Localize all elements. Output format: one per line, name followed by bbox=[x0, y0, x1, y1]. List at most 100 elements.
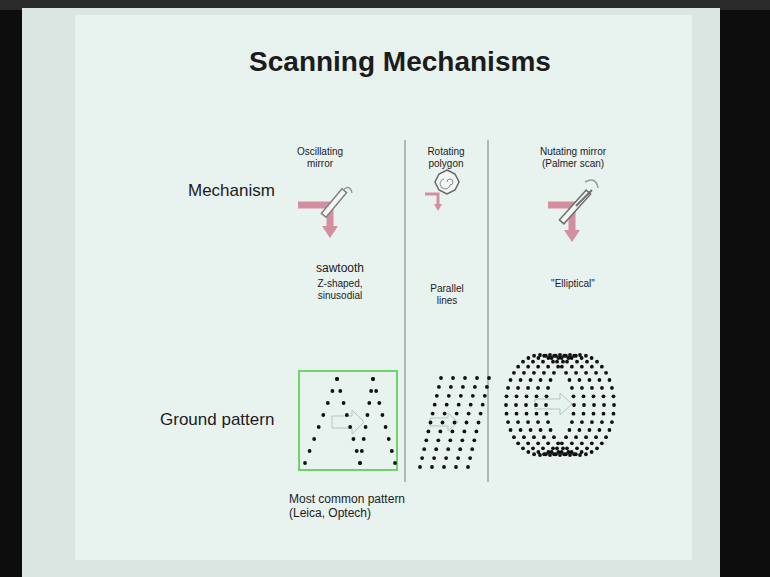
scan-dot bbox=[525, 412, 529, 416]
scan-dot bbox=[515, 412, 519, 416]
scan-dot bbox=[463, 430, 467, 434]
scan-dot bbox=[381, 413, 385, 417]
scan-dot bbox=[526, 441, 530, 445]
scan-dot bbox=[598, 428, 602, 432]
scan-dot bbox=[442, 465, 446, 469]
scan-dot bbox=[572, 452, 576, 456]
scan-dot bbox=[487, 376, 491, 380]
scan-dot bbox=[505, 412, 509, 416]
scan-dot bbox=[352, 437, 356, 441]
scan-dot bbox=[506, 420, 510, 424]
scan-dot bbox=[371, 377, 375, 381]
scan-dot bbox=[604, 371, 608, 375]
scan-dot bbox=[602, 403, 606, 407]
scan-dot bbox=[534, 403, 538, 407]
scan-dot bbox=[516, 386, 520, 390]
scan-dot bbox=[539, 428, 543, 432]
scan-dot bbox=[595, 446, 599, 450]
scan-dot bbox=[504, 403, 508, 407]
scan-dot bbox=[562, 452, 566, 456]
scan-dot bbox=[387, 437, 391, 441]
scan-dot bbox=[431, 412, 435, 416]
scan-dot bbox=[565, 360, 569, 364]
scan-dot bbox=[545, 394, 549, 398]
scan-dot bbox=[463, 376, 467, 380]
scan-dot bbox=[536, 441, 540, 445]
scan-dot bbox=[572, 403, 576, 407]
scan-dot bbox=[532, 435, 536, 439]
scan-dot bbox=[358, 461, 362, 465]
scan-dot bbox=[532, 452, 536, 456]
scan-dot bbox=[514, 403, 518, 407]
scan-dot bbox=[595, 360, 599, 364]
scan-dot bbox=[516, 441, 520, 445]
scan-dot bbox=[454, 465, 458, 469]
scan-dot bbox=[531, 360, 535, 364]
slide-panel bbox=[75, 15, 692, 560]
scan-dot bbox=[541, 360, 545, 364]
scan-dot bbox=[390, 449, 394, 453]
scan-dot bbox=[451, 430, 455, 434]
scan-dot bbox=[535, 412, 539, 416]
scan-dot bbox=[582, 403, 586, 407]
scan-dot bbox=[521, 360, 525, 364]
scan-dot bbox=[555, 446, 559, 450]
scan-dot bbox=[590, 356, 594, 360]
scan-dot bbox=[594, 371, 598, 375]
scan-dot bbox=[572, 412, 576, 416]
scan-dot bbox=[345, 413, 349, 417]
scan-dot bbox=[560, 365, 564, 369]
scan-dot bbox=[526, 420, 530, 424]
scan-dot bbox=[466, 465, 470, 469]
scan-dot bbox=[348, 425, 352, 429]
scan-dot bbox=[429, 421, 433, 425]
scan-dot bbox=[600, 386, 604, 390]
scan-dot bbox=[566, 356, 570, 360]
scan-dot bbox=[546, 450, 550, 454]
scan-dot bbox=[608, 428, 612, 432]
scan-dot bbox=[362, 437, 366, 441]
scan-dot bbox=[371, 377, 375, 381]
scan-dot bbox=[335, 377, 339, 381]
scan-dot bbox=[364, 425, 368, 429]
scan-dot bbox=[546, 365, 550, 369]
scan-dot bbox=[360, 449, 364, 453]
scan-dot bbox=[435, 394, 439, 398]
scan-dot bbox=[434, 447, 438, 451]
scan-dot bbox=[542, 371, 546, 375]
scan-dot bbox=[602, 412, 606, 416]
scan-dot bbox=[453, 421, 457, 425]
scan-dot bbox=[516, 365, 520, 369]
scan-dot bbox=[584, 452, 588, 456]
scan-dot bbox=[612, 403, 616, 407]
scan-dot bbox=[526, 365, 530, 369]
scan-dot bbox=[598, 378, 602, 382]
scan-dot bbox=[515, 394, 519, 398]
pattern-description: "Elliptical" bbox=[533, 278, 613, 290]
scan-dot bbox=[582, 394, 586, 398]
mechanism-name: Oscillating mirror bbox=[285, 146, 355, 169]
scan-dot bbox=[439, 430, 443, 434]
scan-dot bbox=[575, 360, 579, 364]
scan-dot bbox=[592, 403, 596, 407]
scan-dot bbox=[505, 394, 509, 398]
scan-dot bbox=[578, 453, 582, 457]
scan-dot bbox=[444, 456, 448, 460]
scan-dot bbox=[430, 465, 434, 469]
scan-dot bbox=[374, 389, 378, 393]
pattern-name: sawtooth bbox=[300, 262, 380, 276]
scan-dot bbox=[574, 371, 578, 375]
scan-dot bbox=[551, 446, 555, 450]
scan-dot bbox=[556, 450, 560, 454]
oscillating-mirror-icon bbox=[298, 188, 352, 238]
scan-dot bbox=[439, 376, 443, 380]
scan-dot bbox=[355, 449, 359, 453]
scan-dot bbox=[536, 356, 540, 360]
scan-dot bbox=[574, 435, 578, 439]
scan-dot bbox=[578, 353, 582, 357]
scan-dot bbox=[506, 386, 510, 390]
scan-dot bbox=[433, 403, 437, 407]
scan-dot bbox=[331, 389, 335, 393]
scan-dot bbox=[522, 371, 526, 375]
